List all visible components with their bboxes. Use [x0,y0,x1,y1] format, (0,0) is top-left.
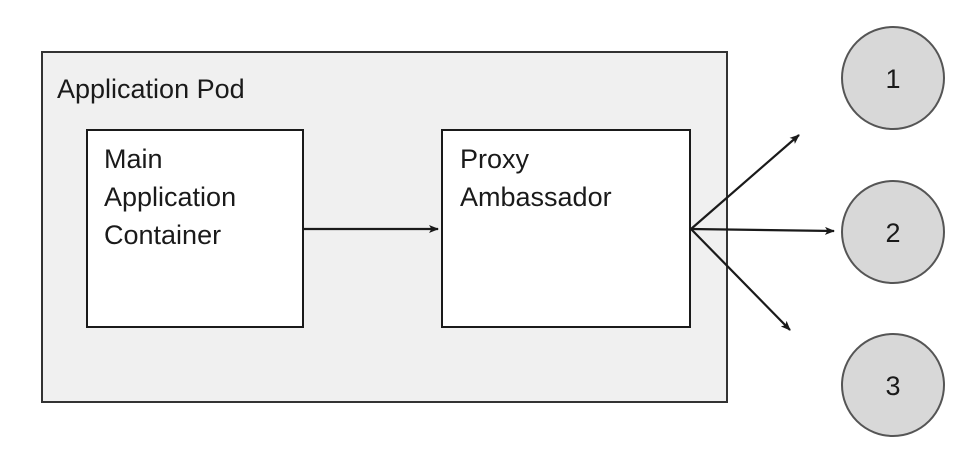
service-2-circle [841,180,945,284]
arrow-proxy-to-service-1 [690,134,800,230]
proxy-ambassador-line-1: Proxy [460,144,530,174]
main-application-container: Main Application Container [86,129,304,328]
service-2: 2 [841,180,945,284]
service-3-label: 3 [885,371,900,401]
proxy-ambassador-line-2: Ambassador [460,182,612,212]
main-application-container-rect [86,129,304,328]
main-application-container-line-2: Application [104,182,236,212]
main-application-container-line-3: Container [104,220,221,250]
service-1-label: 1 [885,64,900,94]
application-pod-label: Application Pod [57,74,245,104]
proxy-ambassador: Proxy Ambassador [441,129,691,328]
arrow-proxy-to-service-2 [690,226,835,235]
arrow-proxy-to-service-3 [690,228,791,331]
service-3-circle [841,333,945,437]
service-1: 1 [841,26,945,130]
proxy-ambassador-rect [441,129,691,328]
service-1-circle [841,26,945,130]
service-3: 3 [841,333,945,437]
main-application-container-line-1: Main [104,144,163,174]
service-2-label: 2 [885,218,900,248]
